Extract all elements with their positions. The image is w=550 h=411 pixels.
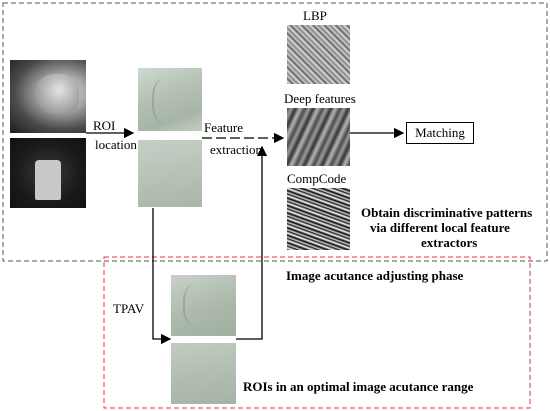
deep-features-image: [287, 108, 350, 166]
lbp-image: [287, 25, 350, 84]
location-label: location: [95, 137, 137, 152]
adjust-phase-title: Image acutance adjusting phase: [286, 268, 464, 283]
palm-photo-bottom: [10, 138, 86, 208]
inner-dashed-border: [103, 256, 531, 409]
outer-dashed-border: [2, 2, 548, 262]
lbp-label: LBP: [303, 8, 327, 23]
optimal-roi-crease: [183, 283, 217, 327]
palm-photo-top: [10, 60, 86, 133]
matching-box: Matching: [406, 122, 474, 144]
compcode-image: [287, 188, 350, 250]
compcode-label: CompCode: [287, 171, 347, 186]
matching-label: Matching: [415, 125, 465, 140]
feature-label: Feature: [204, 120, 243, 135]
roi-image-bottom: [138, 140, 202, 207]
roi-crease: [152, 78, 184, 124]
obtain-text-line3: extractors: [421, 235, 478, 250]
roi-label: ROI: [93, 118, 116, 133]
palm-shape: [35, 74, 79, 114]
return-arrow: [236, 145, 268, 340]
obtain-text-line1: Obtain discriminative patterns: [361, 205, 533, 220]
obtain-text-line2: via different local feature: [370, 220, 510, 235]
deep-features-label: Deep features: [284, 91, 356, 106]
optimal-roi-bottom: [171, 343, 236, 404]
optimal-roi-top: [171, 275, 236, 336]
hand-shape: [35, 160, 61, 200]
extraction-label: extraction: [210, 142, 262, 157]
roi-image-top: [138, 68, 202, 131]
rois-optimal-caption: ROIs in an optimal image acutance range: [243, 379, 474, 394]
tpav-label: TPAV: [113, 301, 145, 316]
tpav-arrow: [152, 208, 172, 345]
